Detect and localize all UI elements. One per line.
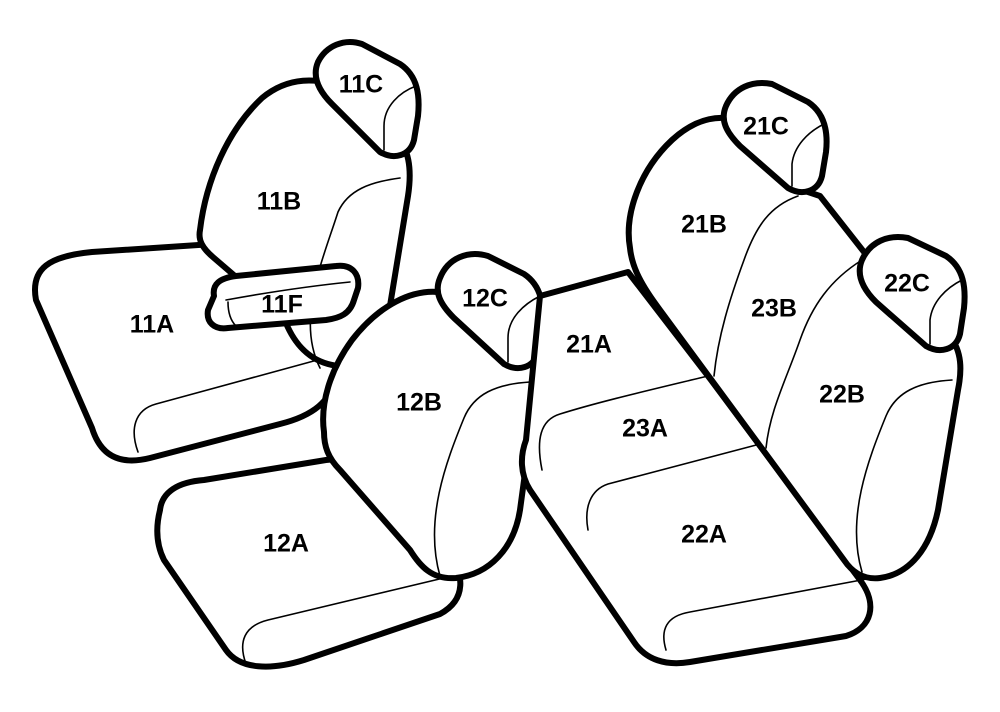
label-21C: 21C (743, 113, 789, 141)
label-23B: 23B (751, 295, 797, 323)
label-22B: 22B (819, 381, 865, 409)
seat-part-21B[interactable] (713, 195, 799, 377)
seat-part-23B[interactable] (765, 259, 863, 449)
label-11B: 11B (257, 188, 301, 216)
rear-bench (518, 80, 968, 667)
front-left-seat (31, 39, 422, 464)
label-22A: 22A (681, 521, 727, 549)
headrest-11C[interactable] (312, 39, 422, 159)
headrest-22C[interactable] (856, 234, 968, 353)
label-21B: 21B (681, 211, 727, 239)
seat-part-23A[interactable] (586, 443, 761, 531)
rear-backrest (625, 115, 964, 582)
armrest-11F[interactable] (204, 262, 362, 332)
seat-part-12B[interactable] (320, 288, 540, 582)
label-12B: 12B (396, 389, 442, 417)
part-labels: 11C 11B 11F 11A 12C 12B 12A 21C 21B 21A … (130, 71, 930, 558)
label-23A: 23A (622, 415, 668, 443)
label-22C: 22C (884, 270, 930, 298)
label-11A: 11A (130, 311, 174, 339)
front-right-seat (154, 251, 546, 670)
label-12A: 12A (263, 530, 309, 558)
label-11C: 11C (339, 71, 383, 99)
label-11F: 11F (261, 291, 303, 319)
headrest-21C[interactable] (720, 80, 830, 195)
seat-part-21A[interactable] (538, 375, 709, 471)
seat-part-22B[interactable] (855, 379, 953, 573)
rear-cushion (518, 269, 874, 667)
label-12C: 12C (462, 285, 508, 313)
seat-part-22A[interactable] (663, 577, 873, 651)
label-21A: 21A (566, 331, 612, 359)
